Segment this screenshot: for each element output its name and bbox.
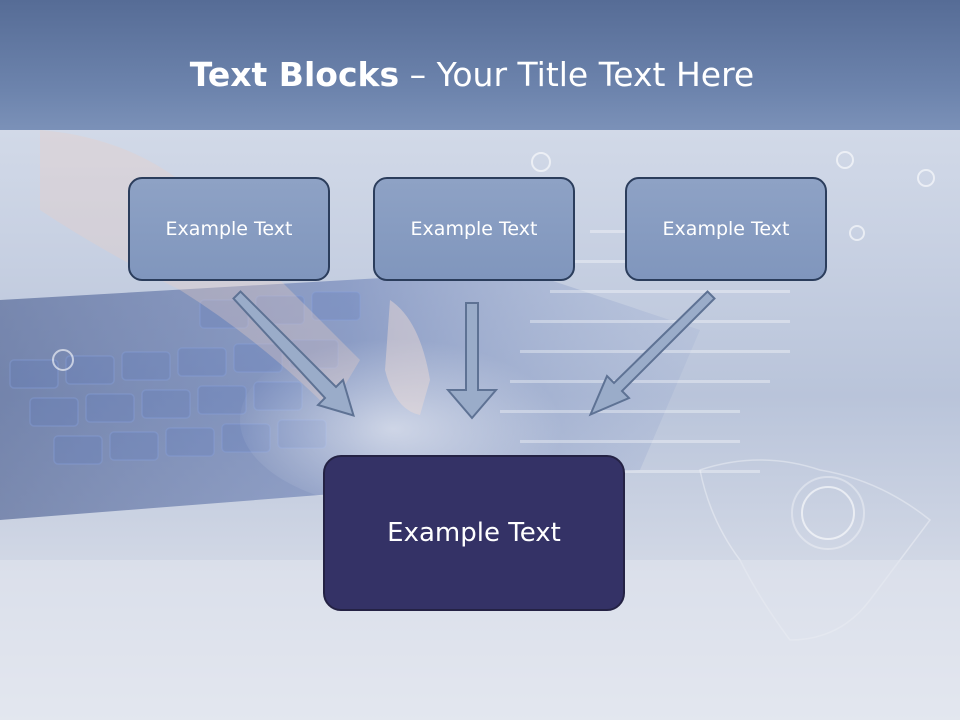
text-block-1: Example Text — [128, 177, 330, 281]
title-bold: Text Blocks — [189, 55, 400, 94]
slide-title: Text Blocks – Your Title Text Here — [0, 52, 944, 98]
arrow-left — [232, 290, 355, 417]
text-block-1-label: Example Text — [165, 218, 293, 240]
target-block-label: Example Text — [387, 518, 561, 548]
text-block-2-label: Example Text — [410, 218, 538, 240]
text-block-2: Example Text — [373, 177, 575, 281]
text-block-3-label: Example Text — [662, 218, 790, 240]
title-dash: – — [399, 55, 437, 94]
text-block-3: Example Text — [625, 177, 827, 281]
title-band — [0, 0, 960, 130]
arrow-right — [588, 290, 716, 417]
target-block: Example Text — [323, 455, 625, 611]
title-rest: Your Title Text Here — [436, 55, 755, 94]
arrow-middle — [445, 302, 499, 420]
